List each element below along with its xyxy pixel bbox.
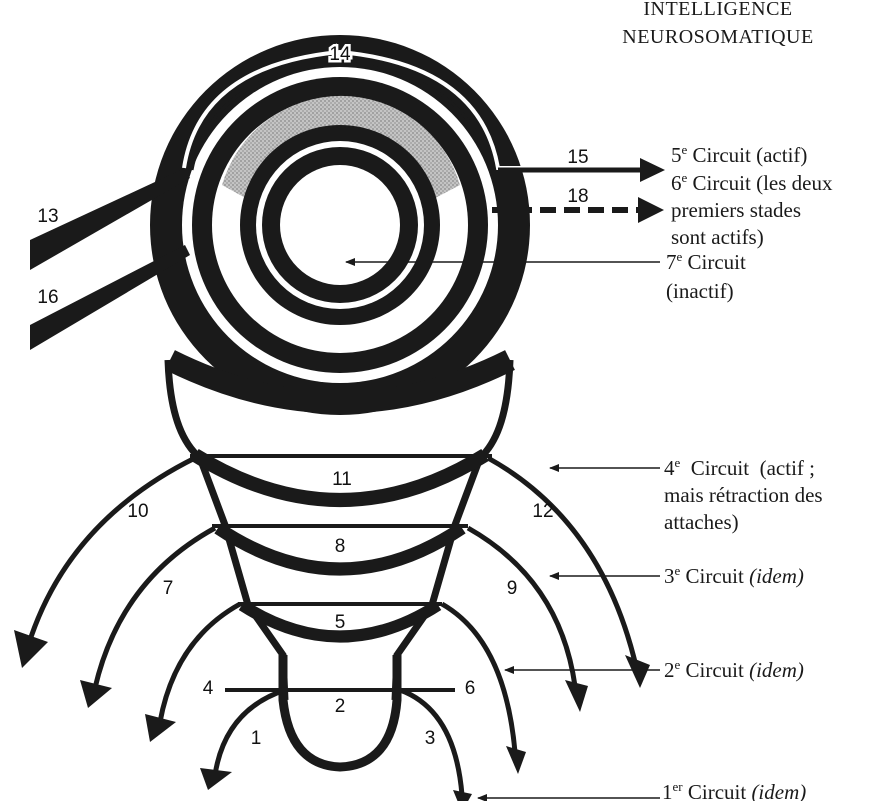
arrow-7 — [95, 528, 215, 688]
number-10: 10 — [127, 501, 148, 522]
label-c4-line2: mais rétraction des — [664, 483, 823, 507]
number-12: 12 — [532, 501, 553, 522]
number-7: 7 — [163, 578, 174, 599]
arrowhead-7 — [80, 680, 112, 708]
number-16: 16 — [37, 287, 58, 308]
label-c6-line2: premiers stades — [671, 198, 801, 222]
label-pointers — [478, 468, 660, 798]
arrow-6 — [442, 604, 515, 752]
label-c4-line1: 4e Circuit (actif ; — [664, 455, 815, 480]
label-c5: 5e Circuit (actif) — [671, 142, 807, 167]
number-11: 11 — [332, 469, 352, 490]
label-c6-line3: sont actifs) — [671, 225, 764, 249]
number-2: 2 — [335, 696, 346, 717]
arrowhead-1 — [200, 768, 232, 790]
label-c7-line2: (inactif) — [666, 279, 734, 303]
label-c4-line3: attaches) — [664, 510, 739, 534]
number-4: 4 — [203, 678, 214, 699]
arrowhead-12 — [625, 655, 650, 688]
arrowhead-15 — [640, 158, 665, 182]
label-c1: 1er Circuit (idem) — [662, 779, 806, 801]
number-8: 8 — [335, 536, 346, 557]
number-1: 1 — [251, 728, 262, 749]
number-3: 3 — [425, 728, 436, 749]
head-rings — [150, 35, 530, 415]
title-line-2: NEUROSOMATIQUE — [622, 26, 813, 48]
arrow-9 — [468, 528, 575, 686]
number-18: 18 — [567, 186, 588, 207]
arrowhead-9 — [565, 680, 588, 712]
number-9: 9 — [507, 578, 518, 599]
arrowhead-4 — [145, 714, 176, 742]
number-13: 13 — [37, 206, 58, 227]
number-5: 5 — [335, 612, 346, 633]
label-c2: 2e Circuit (idem) — [664, 657, 804, 682]
arrow-10 — [30, 458, 195, 640]
number-14: 14 — [329, 44, 351, 65]
label-c3: 3e Circuit (idem) — [664, 563, 804, 588]
circuit-labels: 5e Circuit (actif) 6e Circuit (les deux … — [662, 142, 833, 801]
number-15: 15 — [567, 147, 588, 168]
arrowhead-18 — [638, 197, 664, 223]
side-arrowheads — [14, 630, 650, 801]
number-6: 6 — [465, 678, 476, 699]
ring-center — [280, 165, 400, 285]
arrow-4 — [160, 604, 240, 722]
label-c7-line1: 7e Circuit — [666, 249, 746, 274]
label-c6-line1: 6e Circuit (les deux — [671, 170, 833, 195]
arrowhead-6 — [506, 746, 526, 774]
title-line-1: INTELLIGENCE — [643, 0, 792, 20]
